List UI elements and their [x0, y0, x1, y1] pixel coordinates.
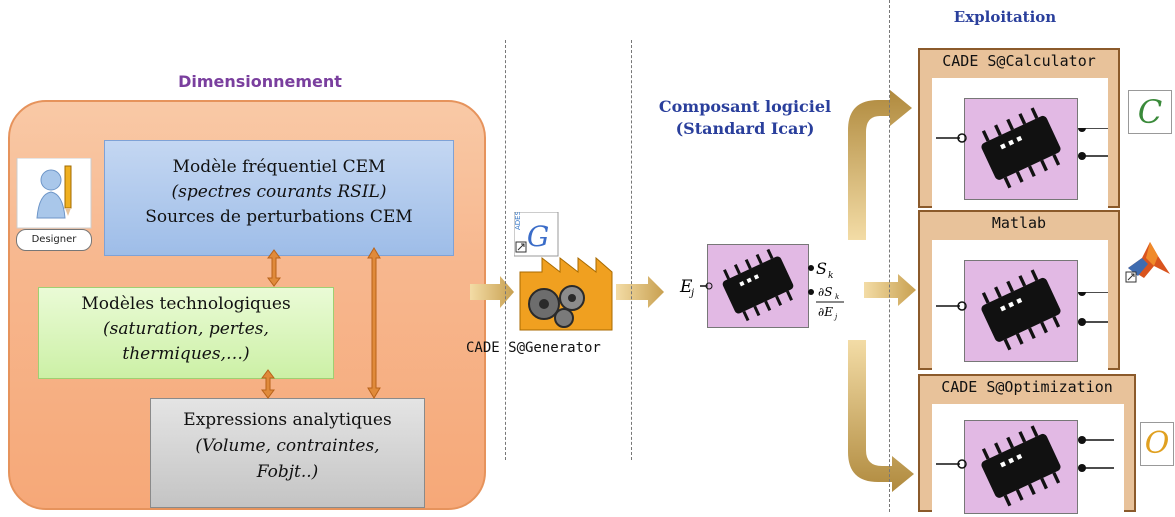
- arrow-region-to-generator: [470, 276, 514, 308]
- calculator-app-icon: C: [1128, 90, 1172, 134]
- chip-icon: [981, 425, 1061, 507]
- generator-label: CADE S@Generator: [466, 340, 601, 356]
- arrow-generator-to-component: [616, 276, 664, 308]
- chip-icon: [981, 107, 1061, 189]
- arrow-component-to-matlab: [864, 274, 916, 306]
- tech-line1: Modèles technologiques: [81, 294, 291, 314]
- deriv-den-sub: j: [833, 313, 838, 321]
- calculator-pins: [936, 128, 1108, 160]
- double-arrow-tech-expr: [261, 369, 275, 399]
- composant-heading-line1: Composant logiciel: [658, 97, 832, 116]
- tech-model-box: Modèles technologiques (saturation, pert…: [38, 287, 334, 379]
- cem-line1: Modèle fréquentiel CEM: [172, 157, 386, 177]
- matlab-title: Matlab: [991, 214, 1047, 232]
- separator-3: [889, 0, 890, 512]
- exploitation-heading: Exploitation: [953, 8, 1057, 26]
- input-e: E: [679, 277, 693, 297]
- optimization-panel: CADE S@Optimization: [918, 374, 1136, 514]
- chip-icon: [981, 269, 1061, 351]
- optimization-chip-box: [964, 420, 1078, 514]
- calculator-panel: CADE S@Calculator: [918, 48, 1120, 210]
- generator-icon-letter: G: [527, 220, 549, 253]
- tech-line3: thermiques,…): [122, 344, 250, 364]
- cem-model-box: Modèle fréquentiel CEM (spectres courant…: [104, 140, 454, 256]
- designer-person-icon: [15, 157, 93, 250]
- expr-line1: Expressions analytiques: [183, 410, 392, 430]
- calculator-icon-letter: C: [1137, 93, 1163, 131]
- designer-label: Designer: [16, 229, 92, 251]
- cem-line2: (spectres courants RSIL): [171, 182, 387, 202]
- optimization-icon-letter: O: [1144, 426, 1170, 461]
- matlab-panel: Matlab: [918, 210, 1120, 372]
- optimization-title: CADE S@Optimization: [941, 378, 1113, 396]
- matlab-logo-icon: [1124, 238, 1174, 286]
- chip-icon: [722, 248, 794, 322]
- component-chip-box: [707, 244, 809, 328]
- expr-line3: Fobjt..): [256, 462, 319, 482]
- output-s-sub: k: [828, 271, 833, 281]
- cem-line3: Sources de perturbations CEM: [145, 207, 413, 227]
- tech-line2: (saturation, pertes,: [103, 319, 269, 339]
- generator-badge: ADES: [514, 212, 522, 230]
- arrow-component-to-calculator: [848, 90, 912, 240]
- calculator-title: CADE S@Calculator: [942, 52, 1096, 70]
- composant-heading: Composant logiciel (Standard Icar): [640, 96, 850, 140]
- input-e-sub: j: [689, 288, 694, 299]
- composant-heading-line2: (Standard Icar): [675, 119, 815, 138]
- expr-line2: (Volume, contraintes,: [195, 436, 380, 456]
- dimensionnement-heading: Dimensionnement: [178, 72, 342, 91]
- component-io: E j S k ∂S k ∂E j: [679, 259, 844, 321]
- calculator-chip-box: [964, 98, 1078, 200]
- double-arrow-cem-expr: [367, 247, 381, 399]
- separator-1: [505, 40, 506, 460]
- matlab-pins: [936, 292, 1108, 326]
- generator-factory-icon: ADES G: [513, 210, 614, 332]
- optimization-app-icon: O: [1140, 422, 1174, 466]
- deriv-num-sub: k: [835, 293, 839, 301]
- double-arrow-cem-tech: [267, 249, 281, 287]
- analytic-expressions-box: Expressions analytiques (Volume, contrai…: [150, 398, 425, 508]
- optimization-pins: [936, 436, 1114, 472]
- arrow-component-to-optimization: [848, 340, 914, 492]
- output-s: S: [816, 259, 827, 278]
- deriv-num: ∂S: [818, 285, 832, 299]
- deriv-den: ∂E: [818, 305, 833, 319]
- separator-2: [631, 40, 632, 460]
- matlab-chip-box: [964, 260, 1078, 362]
